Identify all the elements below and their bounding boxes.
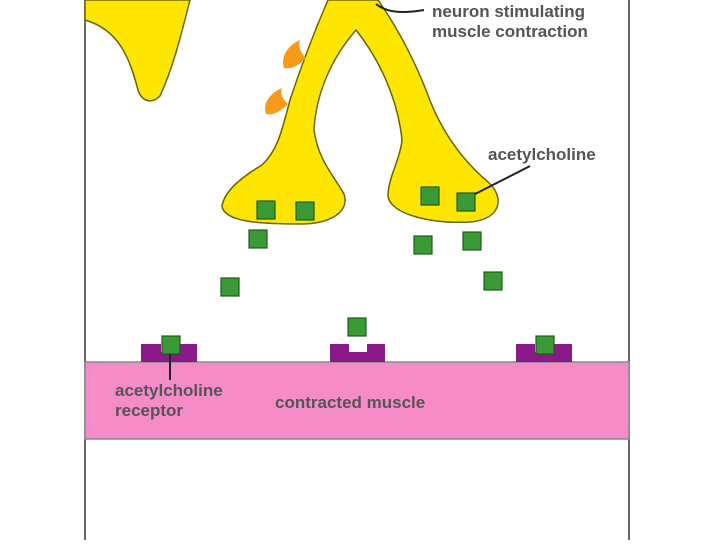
acetylcholine-molecule	[535, 335, 555, 355]
receptor-label-line-1: acetylcholine	[115, 381, 223, 400]
neuron-label-leader	[375, 3, 425, 13]
vesicle-lower	[265, 88, 288, 115]
acetylcholine-label: acetylcholine	[488, 145, 596, 165]
acetylcholine-label-leader	[474, 165, 531, 195]
acetylcholine-molecule	[413, 235, 433, 255]
acetylcholine-molecule	[462, 231, 482, 251]
acetylcholine-molecule	[295, 201, 315, 221]
neuron-branch-left	[84, 0, 191, 102]
neuron-label-line-2: muscle contraction	[432, 22, 588, 41]
acetylcholine-molecule	[420, 186, 440, 206]
receptor-middle	[330, 344, 385, 362]
acetylcholine-molecule	[248, 229, 268, 249]
neuron-label-line-1: neuron stimulating	[432, 2, 585, 21]
acetylcholine-molecules	[161, 186, 555, 355]
neuron-label: neuron stimulating muscle contraction	[432, 2, 588, 42]
vesicle-upper	[283, 40, 306, 69]
acetylcholine-molecule	[161, 335, 181, 355]
muscle-label-text: contracted muscle	[275, 393, 426, 412]
contracted-muscle-band	[84, 361, 630, 440]
acetylcholine-molecule	[483, 271, 503, 291]
receptor-label: acetylcholine receptor	[115, 381, 223, 421]
receptor-label-line-2: receptor	[115, 401, 184, 420]
acetylcholine-molecule	[256, 200, 276, 220]
acetylcholine-label-text: acetylcholine	[488, 145, 596, 164]
neuron-main	[221, 0, 499, 225]
acetylcholine-molecule	[456, 192, 476, 212]
muscle-label: contracted muscle	[275, 393, 425, 413]
acetylcholine-molecule	[220, 277, 240, 297]
acetylcholine-molecule	[347, 317, 367, 337]
